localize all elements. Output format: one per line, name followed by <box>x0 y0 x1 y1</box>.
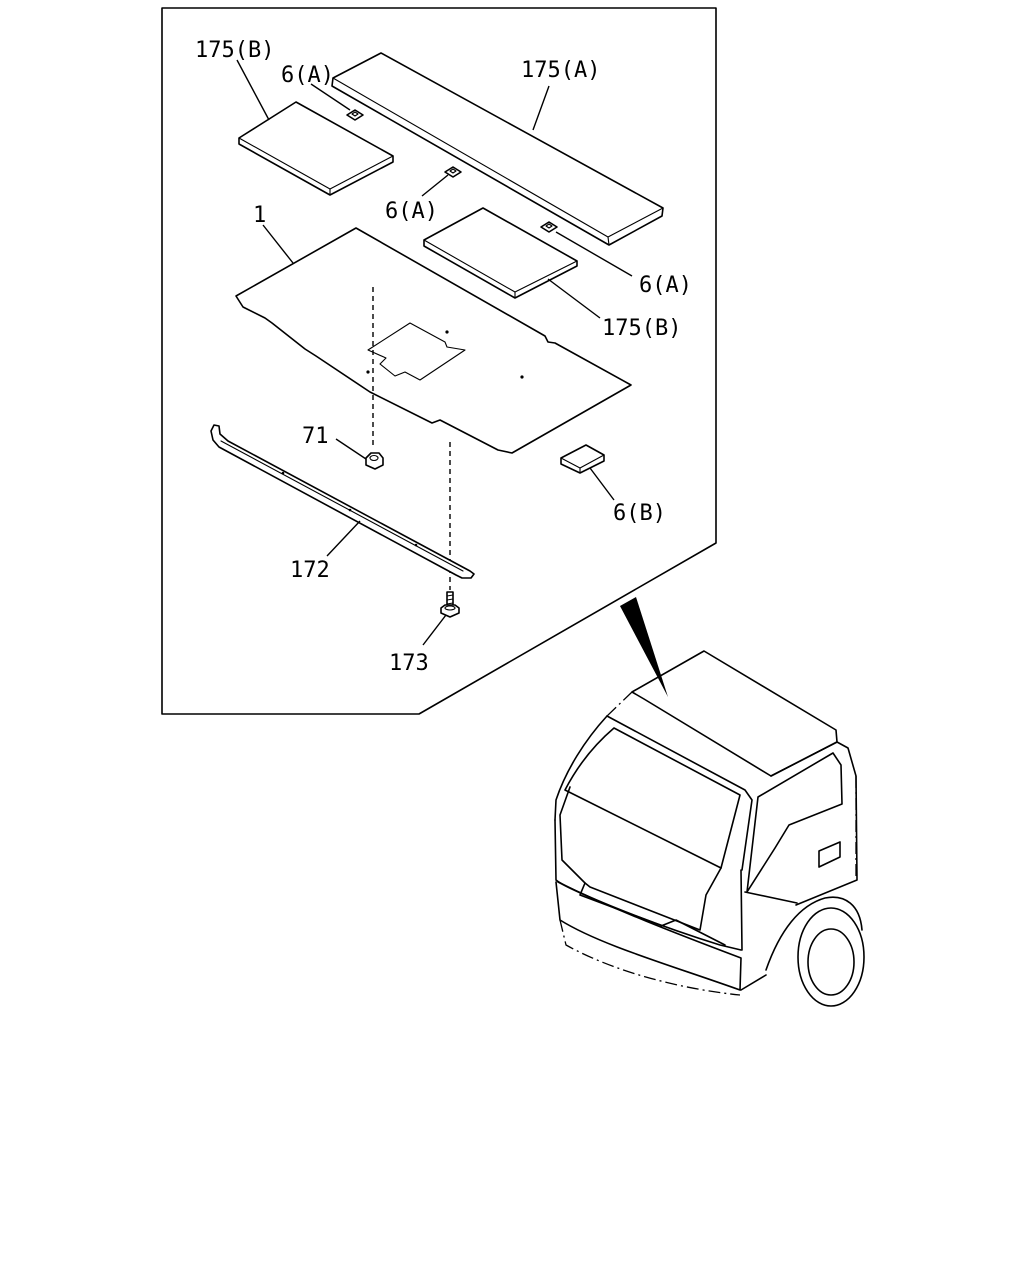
part-175b-right-liner <box>423 207 578 299</box>
part-1-headliner <box>235 227 632 454</box>
leader-175b-top <box>236 59 270 121</box>
leader-175b-right <box>547 278 601 319</box>
leader-6b <box>589 467 615 501</box>
detail-frame <box>161 7 717 715</box>
truck-cab-illustration <box>554 650 865 1007</box>
part-6b-block <box>560 444 605 474</box>
label-1: 1 <box>253 203 266 228</box>
part-6a-pad-3 <box>540 221 558 233</box>
leader-175a <box>532 85 550 131</box>
label-173: 173 <box>389 651 429 676</box>
leader-6a-right <box>555 231 633 277</box>
label-71: 71 <box>302 424 329 449</box>
leader-172 <box>326 520 361 557</box>
label-6a-mid: 6(A) <box>385 199 438 224</box>
label-6a-top: 6(A) <box>281 63 334 88</box>
part-175b-top-liner <box>238 101 394 196</box>
leader-1 <box>262 224 294 264</box>
part-6a-pad-2 <box>444 166 462 178</box>
pointer-wedge <box>620 597 668 697</box>
label-6b: 6(B) <box>613 501 666 526</box>
leader-6a-mid <box>421 174 449 197</box>
label-6a-right: 6(A) <box>639 273 692 298</box>
leader-173 <box>422 614 447 646</box>
label-175b-top: 175(B) <box>195 38 274 63</box>
label-175a: 175(A) <box>521 58 600 83</box>
label-172: 172 <box>290 558 330 583</box>
part-172-moulding <box>210 424 475 579</box>
part-173-screw <box>440 591 460 618</box>
part-6a-pad-1 <box>346 109 364 121</box>
part-175a-liner <box>331 52 664 246</box>
leader-6a-top <box>310 83 351 111</box>
part-71-clip <box>365 452 384 470</box>
label-175b-right: 175(B) <box>602 316 681 341</box>
leader-71 <box>335 438 367 460</box>
